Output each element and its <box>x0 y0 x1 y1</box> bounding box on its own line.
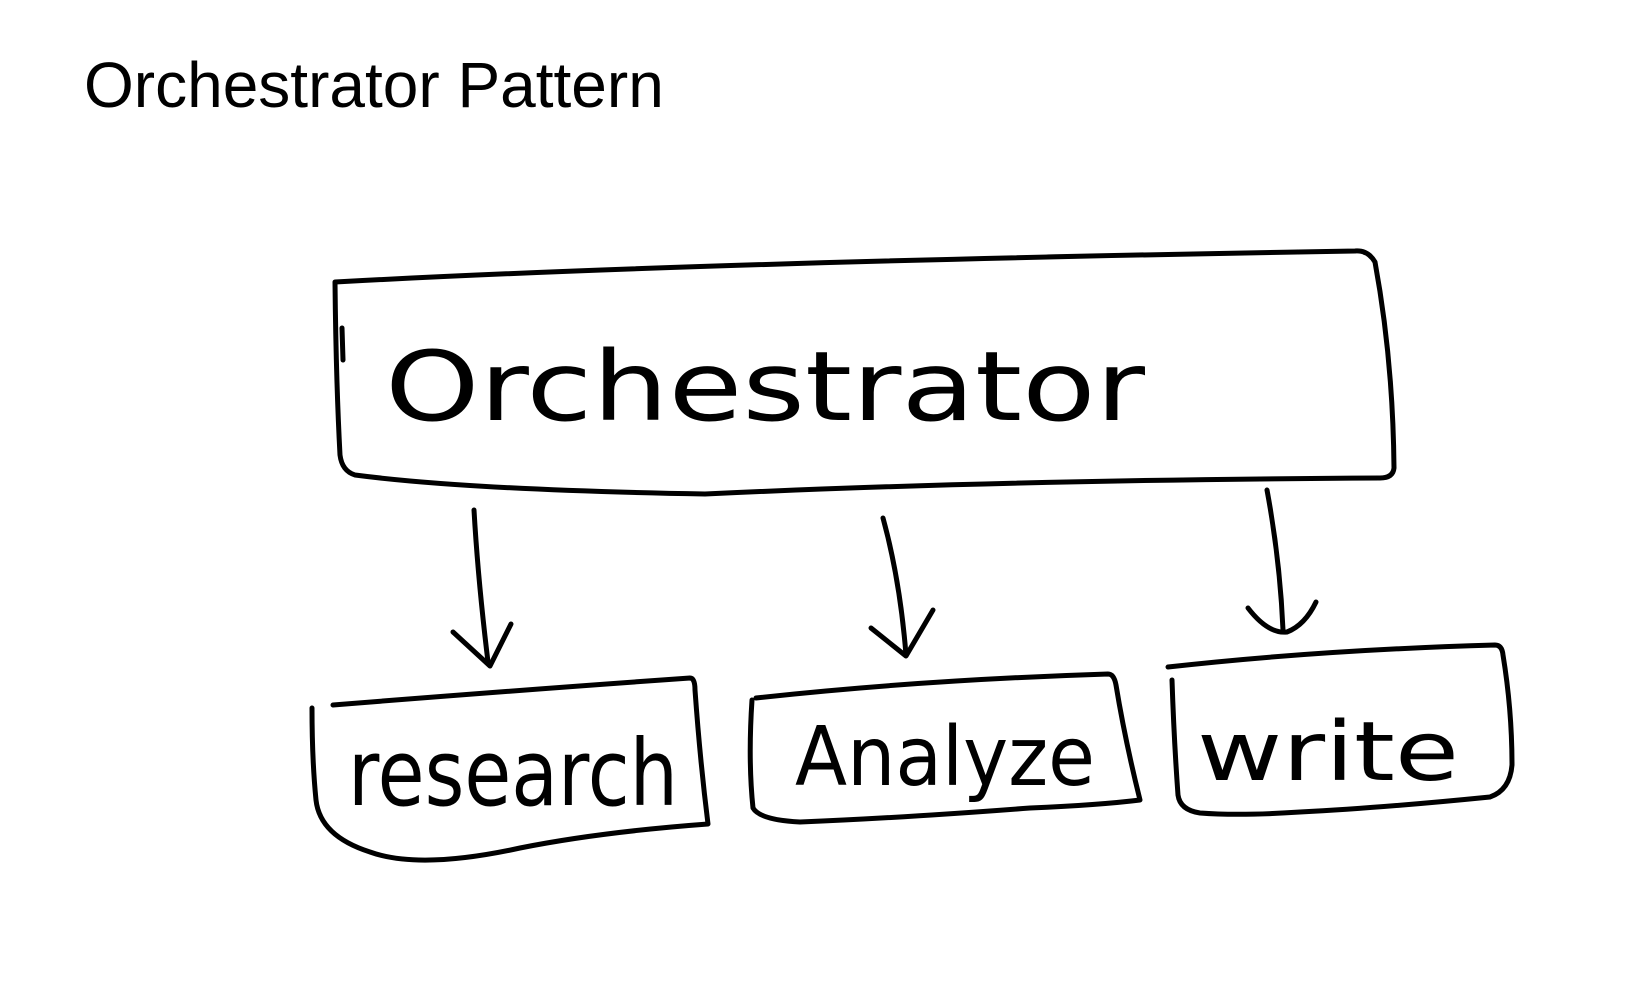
orchestrator-box-edge-mark <box>339 325 346 363</box>
worker-box-research <box>309 675 711 863</box>
orchestrator-label: Orchestrator <box>385 331 1146 443</box>
arrow-head <box>1245 599 1319 635</box>
worker-label-write: write <box>1197 705 1459 800</box>
arrow-shaft <box>471 507 491 665</box>
arrow-head <box>868 607 936 659</box>
page-title: Orchestrator Pattern <box>84 49 664 121</box>
worker-label-analyze: Analyze <box>795 710 1095 805</box>
arrow-shaft <box>880 515 909 658</box>
worker-node-write: write <box>1165 642 1515 817</box>
worker-box-write <box>1165 642 1515 817</box>
arrow-to-write <box>1245 487 1319 635</box>
worker-node-research: research <box>309 675 711 863</box>
orchestrator-box <box>332 248 1397 497</box>
arrow-to-analyze <box>868 515 936 659</box>
arrow-to-research <box>450 507 514 669</box>
arrow-shaft <box>1264 487 1286 633</box>
worker-box-analyze <box>747 671 1143 825</box>
worker-label-research: research <box>348 720 678 827</box>
worker-node-analyze: Analyze <box>747 671 1143 825</box>
arrow-head <box>450 621 514 669</box>
orchestrator-node: Orchestrator <box>332 248 1397 497</box>
